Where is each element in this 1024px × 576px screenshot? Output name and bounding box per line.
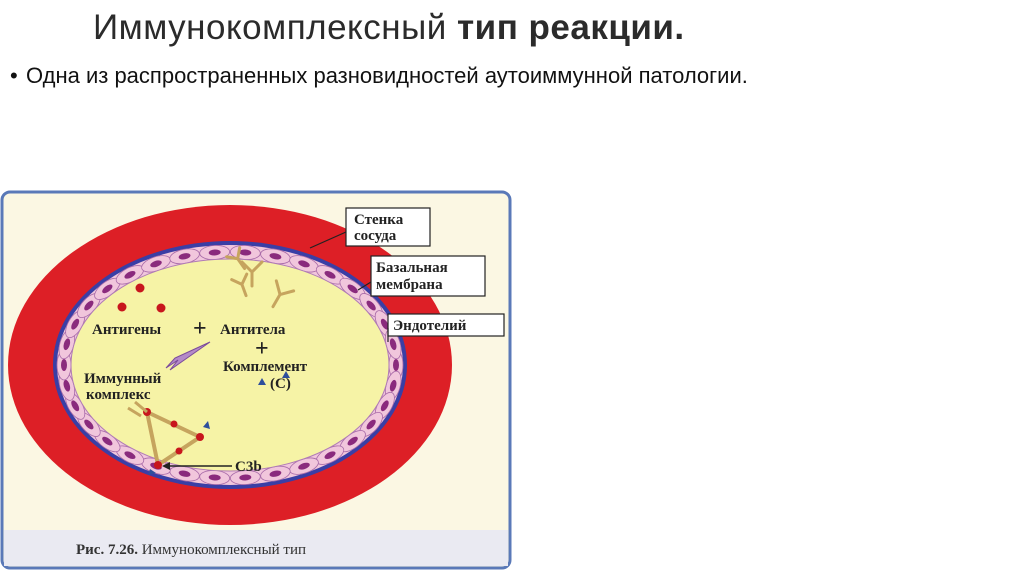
label-immune-1: Иммунный xyxy=(84,371,162,387)
endothelial-nucleus xyxy=(208,474,221,481)
caption-rest: Иммунокомплексный тип xyxy=(138,542,306,558)
label-complement-1: Комплемент xyxy=(223,359,308,375)
antigen-dot xyxy=(117,302,127,312)
label-vessel-wall-2: сосуда xyxy=(354,228,397,244)
endothelial-nucleus xyxy=(269,470,282,477)
slide-title: Иммунокомплексный тип реакции. xyxy=(93,8,685,48)
slide-title-bold: тип реакции. xyxy=(457,8,685,47)
endothelial-nucleus xyxy=(124,451,136,460)
complement-marker xyxy=(282,371,290,378)
endothelial-nucleus xyxy=(347,436,358,446)
antigen-dot xyxy=(135,283,145,293)
label-immune-2: комплекс xyxy=(86,387,151,403)
endothelial-nucleus xyxy=(102,284,113,294)
immune-complex-icon xyxy=(127,400,210,475)
endothelial-cells xyxy=(56,245,404,485)
endothelial-nucleus xyxy=(366,419,376,430)
slide-title-light: Иммунокомплексный xyxy=(93,8,447,47)
formation-arrow xyxy=(165,341,211,371)
endothelial-nucleus xyxy=(150,260,162,268)
endothelial-nucleus xyxy=(324,270,336,279)
bullet-dot: • xyxy=(10,63,18,88)
endothelial-nucleus xyxy=(71,400,80,412)
endothelial-nucleus xyxy=(239,474,252,481)
label-box-basal xyxy=(370,255,486,297)
antibody-icon xyxy=(225,246,247,271)
label-complement-2: (С) xyxy=(270,376,291,392)
label-plus-2: + xyxy=(255,336,269,362)
endothelial-nucleus xyxy=(269,253,282,260)
label-antibodies: Антитела xyxy=(220,322,286,338)
label-basal-1: Базальная xyxy=(376,260,448,276)
endothelial-nucleus xyxy=(380,400,389,412)
label-box-vessel-wall xyxy=(345,207,431,247)
endothelial-nucleus xyxy=(84,419,94,430)
endothelial-nucleus xyxy=(63,379,71,392)
caption-band xyxy=(4,530,508,566)
bullet-text: Одна из распространенных разновидностей … xyxy=(26,63,748,88)
label-leader-basal xyxy=(357,281,372,291)
immunocomplex-figure: Стенка сосуда Базальная мембрана Эндотел… xyxy=(0,190,512,570)
caption-bold: Рис. 7.26. xyxy=(76,542,138,558)
endothelial-nucleus xyxy=(324,451,336,460)
endothelial-nucleus xyxy=(124,270,136,279)
figure-svg: Стенка сосуда Базальная мембрана Эндотел… xyxy=(0,190,512,570)
endothelial-nucleus xyxy=(389,338,397,351)
label-antigens: Антигены xyxy=(92,322,161,338)
label-box-endothelium xyxy=(387,313,505,337)
endothelial-nucleus xyxy=(239,249,252,256)
antibody-icon xyxy=(230,260,264,298)
bullet-item: • Одна из распространенных разновидносте… xyxy=(10,60,830,91)
c3b-arrowhead xyxy=(162,462,170,470)
endothelial-nucleus xyxy=(61,359,67,371)
label-endothelium: Эндотелий xyxy=(393,318,467,334)
figure-caption: Рис. 7.26. Иммунокомплексный тип xyxy=(76,542,306,558)
endothelial-nucleus xyxy=(347,284,358,294)
endothelial-nucleus xyxy=(178,253,191,260)
label-leader-vessel-wall xyxy=(309,231,347,249)
label-c3b: С3b xyxy=(235,459,262,475)
endothelial-nucleus xyxy=(71,318,80,330)
endothelial-nucleus xyxy=(366,300,376,311)
vessel-lumen xyxy=(70,258,390,472)
endothelial-nucleus xyxy=(298,462,310,470)
endothelial-nucleus xyxy=(102,436,113,446)
label-plus-1: + xyxy=(193,316,207,342)
endothelial-nucleus xyxy=(380,318,389,330)
endothelial-nucleus xyxy=(63,338,71,351)
antibody-icon xyxy=(271,279,296,309)
antigen-dot xyxy=(156,303,166,313)
endothelial-nucleus xyxy=(178,470,191,477)
complement-marker xyxy=(258,378,266,385)
label-basal-2: мембрана xyxy=(376,277,443,293)
endothelial-nucleus xyxy=(389,379,397,392)
endothelial-nucleus xyxy=(393,359,399,371)
label-vessel-wall-1: Стенка xyxy=(354,212,404,228)
endothelial-nucleus xyxy=(208,249,221,256)
endothelial-nucleus xyxy=(298,260,310,268)
endothelial-nucleus xyxy=(84,300,94,311)
